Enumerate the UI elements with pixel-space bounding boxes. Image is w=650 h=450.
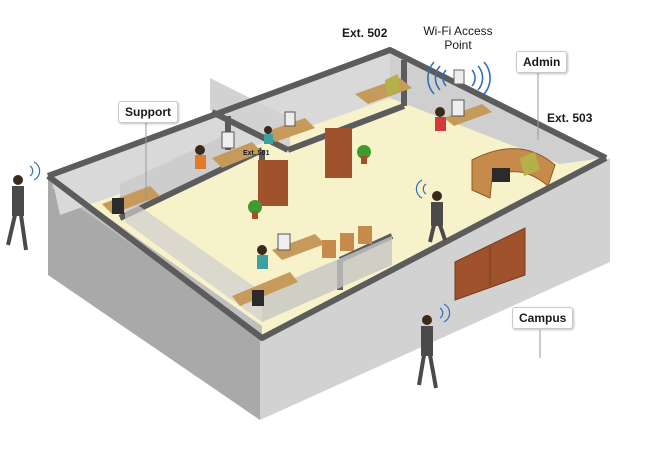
reception-monitor [492, 168, 510, 182]
reception-chair [520, 152, 540, 176]
label-ext-503: Ext. 503 [547, 111, 593, 125]
partition-lower-right [262, 236, 392, 322]
seated-people [195, 107, 446, 269]
door-middle [325, 128, 352, 178]
label-support: Support [118, 101, 178, 123]
workstations [102, 74, 492, 306]
wifi-label-line2: Point [444, 38, 472, 52]
partition-lower [125, 196, 262, 322]
label-admin: Admin [516, 51, 568, 73]
wifi-access-point-icon [427, 61, 491, 95]
person-left [6, 175, 28, 251]
label-ext-502: Ext. 502 [342, 26, 388, 40]
wifi-label-line1: Wi-Fi Access [423, 24, 493, 38]
door-support [258, 160, 288, 206]
leader-lines [145, 70, 541, 358]
back-wall-rear [52, 52, 390, 215]
label-ext-501: Ext. 501 [243, 150, 270, 157]
person-center [428, 191, 447, 243]
waiting-chairs [322, 226, 372, 258]
outer-wall-left [48, 175, 260, 420]
plants [248, 145, 371, 219]
label-wifi-access-point: Wi-Fi Access Point [418, 24, 498, 52]
person-bottom [417, 315, 438, 389]
outer-wall-front [260, 158, 610, 420]
label-campus: Campus [512, 307, 574, 329]
phone-signal-icons [29, 161, 451, 323]
